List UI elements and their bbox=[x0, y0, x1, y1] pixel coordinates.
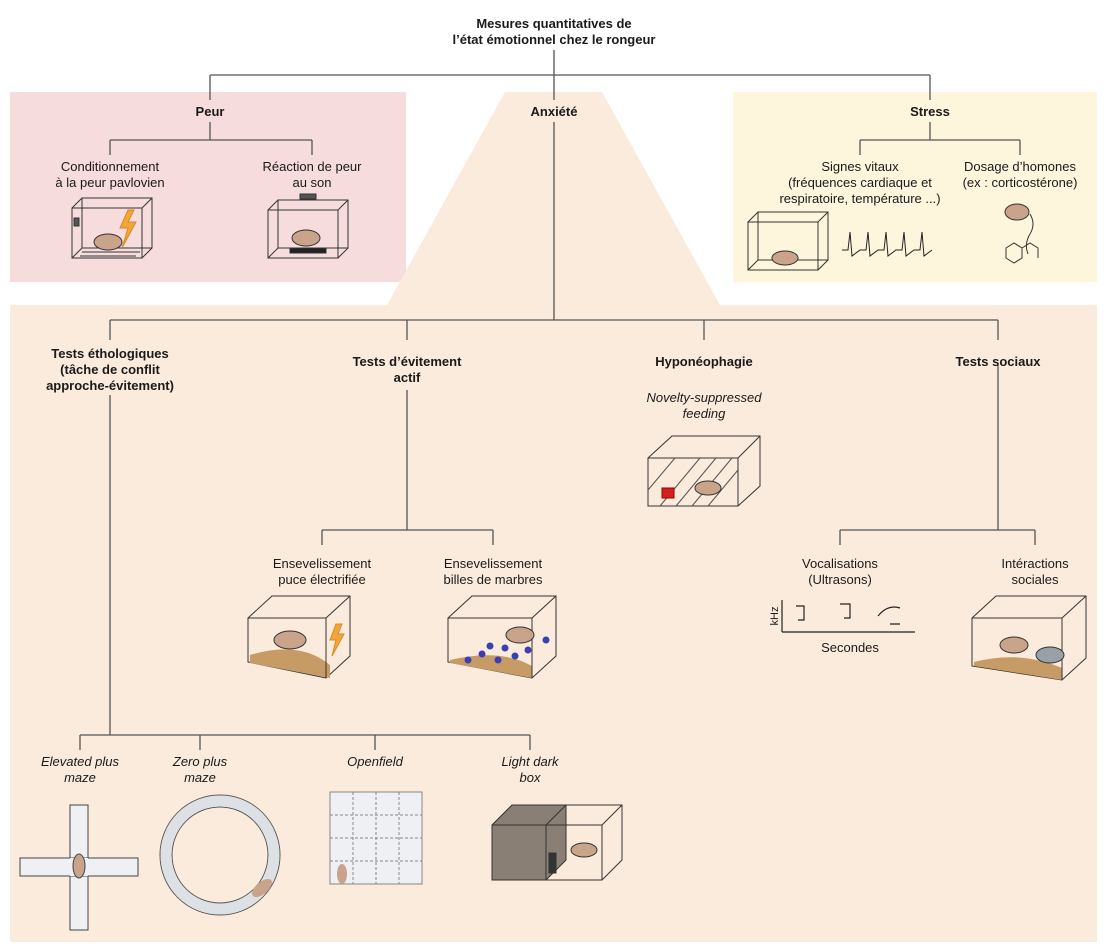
vital-signs-cage bbox=[747, 211, 829, 271]
social-item1-line1: Vocalisations bbox=[802, 556, 878, 571]
elevated-plus-maze bbox=[19, 804, 139, 931]
stress-item1-line2: (fréquences cardiaque et bbox=[788, 175, 932, 190]
zpm-line1: Zero plus bbox=[172, 754, 228, 769]
fear-item2-line2: au son bbox=[292, 175, 332, 190]
ultrasound-plot bbox=[781, 600, 915, 633]
openfield-label: Openfield bbox=[347, 754, 403, 769]
stress-item1-line3: respiratoire, température ...) bbox=[779, 191, 941, 206]
fear-conditioning-cage bbox=[71, 197, 153, 259]
hyponeophagia-sub-line2: feeding bbox=[682, 406, 726, 421]
connector-lines bbox=[79, 50, 1036, 750]
sound-reaction-cage bbox=[267, 193, 349, 259]
fear-panel bbox=[10, 92, 406, 282]
social-item1-line2: (Ultrasons) bbox=[808, 572, 872, 587]
ethological-heading-line3: approche-évitement) bbox=[46, 378, 174, 393]
avoidance-item1-line1: Ensevelissement bbox=[272, 556, 372, 571]
stress-item1-line1: Signes vitaux bbox=[821, 159, 899, 174]
seconds-label: Secondes bbox=[821, 640, 879, 655]
social-interaction-cage bbox=[971, 595, 1087, 681]
fear-item1-line1: Conditionnement bbox=[60, 159, 160, 174]
ethological-heading-line2: (tâche de conflit bbox=[60, 362, 160, 377]
fear-item1-line2: à la peur pavlovien bbox=[55, 175, 165, 190]
novelty-feeding-cage bbox=[647, 435, 761, 507]
social-item2-line2: sociales bbox=[1011, 572, 1059, 587]
fear-heading: Peur bbox=[195, 104, 225, 119]
shock-probe-cage bbox=[247, 595, 351, 679]
title-line-1: Mesures quantitatives de bbox=[476, 16, 632, 31]
avoidance-heading-line1: Tests d’évitement bbox=[352, 354, 462, 369]
epm-line2: maze bbox=[64, 770, 96, 785]
stress-heading: Stress bbox=[910, 104, 950, 119]
openfield-grid bbox=[329, 791, 423, 885]
social-item2-line1: Intéractions bbox=[1001, 556, 1069, 571]
marble-burying-cage bbox=[447, 595, 557, 679]
stress-item2-line1: Dosage d’homones bbox=[963, 159, 1077, 174]
avoidance-item2-line1: Ensevelissement bbox=[443, 556, 543, 571]
hormone-assay bbox=[1004, 203, 1039, 264]
ldb-line2: box bbox=[519, 770, 541, 785]
stress-item2-line2: (ex : corticostérone) bbox=[962, 175, 1078, 190]
khz-label: kHz bbox=[769, 606, 781, 626]
ethological-heading-line1: Tests éthologiques bbox=[51, 346, 169, 361]
zpm-line2: maze bbox=[184, 770, 216, 785]
fear-item2-line1: Réaction de peur bbox=[262, 159, 362, 174]
zero-plus-maze bbox=[159, 794, 281, 916]
avoidance-heading-line2: actif bbox=[393, 370, 421, 385]
avoidance-item1-line2: puce électrifiée bbox=[278, 572, 366, 587]
anxiety-heading: Anxiété bbox=[530, 104, 578, 119]
social-heading: Tests sociaux bbox=[955, 354, 1041, 369]
hyponeophagia-heading: Hyponéophagie bbox=[655, 354, 753, 369]
hyponeophagia-sub-line1: Novelty-suppressed bbox=[646, 390, 762, 405]
light-dark-box bbox=[491, 804, 623, 881]
avoidance-item2-line2: billes de marbres bbox=[443, 572, 543, 587]
ecg-trace bbox=[842, 231, 933, 257]
ldb-line1: Light dark bbox=[501, 754, 559, 769]
title-line-2: l’état émotionnel chez le rongeur bbox=[452, 32, 656, 47]
epm-line1: Elevated plus bbox=[40, 754, 120, 769]
